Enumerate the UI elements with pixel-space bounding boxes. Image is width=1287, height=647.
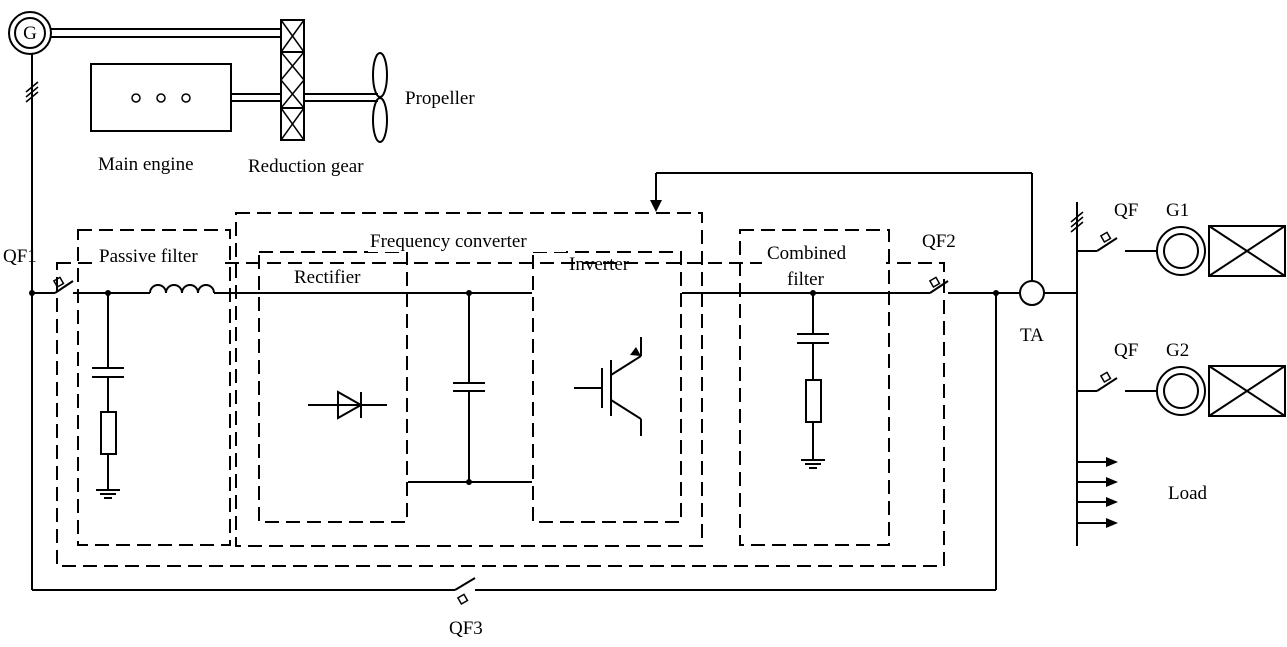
ta-label: TA xyxy=(1020,325,1044,346)
qf2-breaker xyxy=(928,276,949,294)
combined-filter-block xyxy=(739,229,890,546)
diode-icon xyxy=(308,390,387,420)
current-transformer xyxy=(650,172,1045,306)
qf1-label: QF1 xyxy=(3,246,37,267)
combined-filter-label-line1: Combined xyxy=(767,243,847,264)
dc-link-capacitor xyxy=(453,293,485,482)
qf-g1-label: QF xyxy=(1114,200,1138,221)
inductor xyxy=(149,284,215,294)
shaft-generator: G xyxy=(8,11,52,55)
generator-label: G xyxy=(23,23,37,44)
propeller xyxy=(372,52,388,143)
qf-g2-label: QF xyxy=(1114,340,1138,361)
g1-label: G1 xyxy=(1166,200,1189,221)
frequency-converter-label: Frequency converter xyxy=(370,231,527,252)
combined-filter-branch xyxy=(797,293,829,469)
g2-feeder xyxy=(1077,365,1286,417)
passive-filter-block xyxy=(77,229,231,546)
propeller-label: Propeller xyxy=(405,88,475,109)
three-phase-mark xyxy=(25,81,39,103)
main-engine-label: Main engine xyxy=(98,154,194,175)
passive-filter-label: Passive filter xyxy=(99,246,198,267)
g1-feeder xyxy=(1077,225,1286,277)
outer-dashed-boundary xyxy=(56,262,945,567)
grid-three-phase-mark xyxy=(1070,211,1084,233)
passive-filter-branch xyxy=(92,293,124,499)
rectifier-label: Rectifier xyxy=(294,267,361,288)
reduction-gear-label: Reduction gear xyxy=(248,156,364,177)
qf3-breaker xyxy=(454,577,476,605)
inverter-label: Inverter xyxy=(569,254,630,275)
main-engine xyxy=(90,63,232,132)
qf2-label: QF2 xyxy=(922,231,956,252)
rectifier-block xyxy=(258,251,408,523)
qf1-breaker xyxy=(32,276,74,294)
load-arrows xyxy=(1077,457,1118,528)
load-label: Load xyxy=(1168,483,1208,504)
qf3-label: QF3 xyxy=(449,618,483,639)
combined-filter-label-line2: filter xyxy=(787,269,825,290)
inverter-block xyxy=(532,251,682,523)
g2-label: G2 xyxy=(1166,340,1189,361)
igbt-icon xyxy=(574,337,642,436)
reduction-gear xyxy=(280,19,305,141)
frequency-converter-block xyxy=(235,212,703,547)
